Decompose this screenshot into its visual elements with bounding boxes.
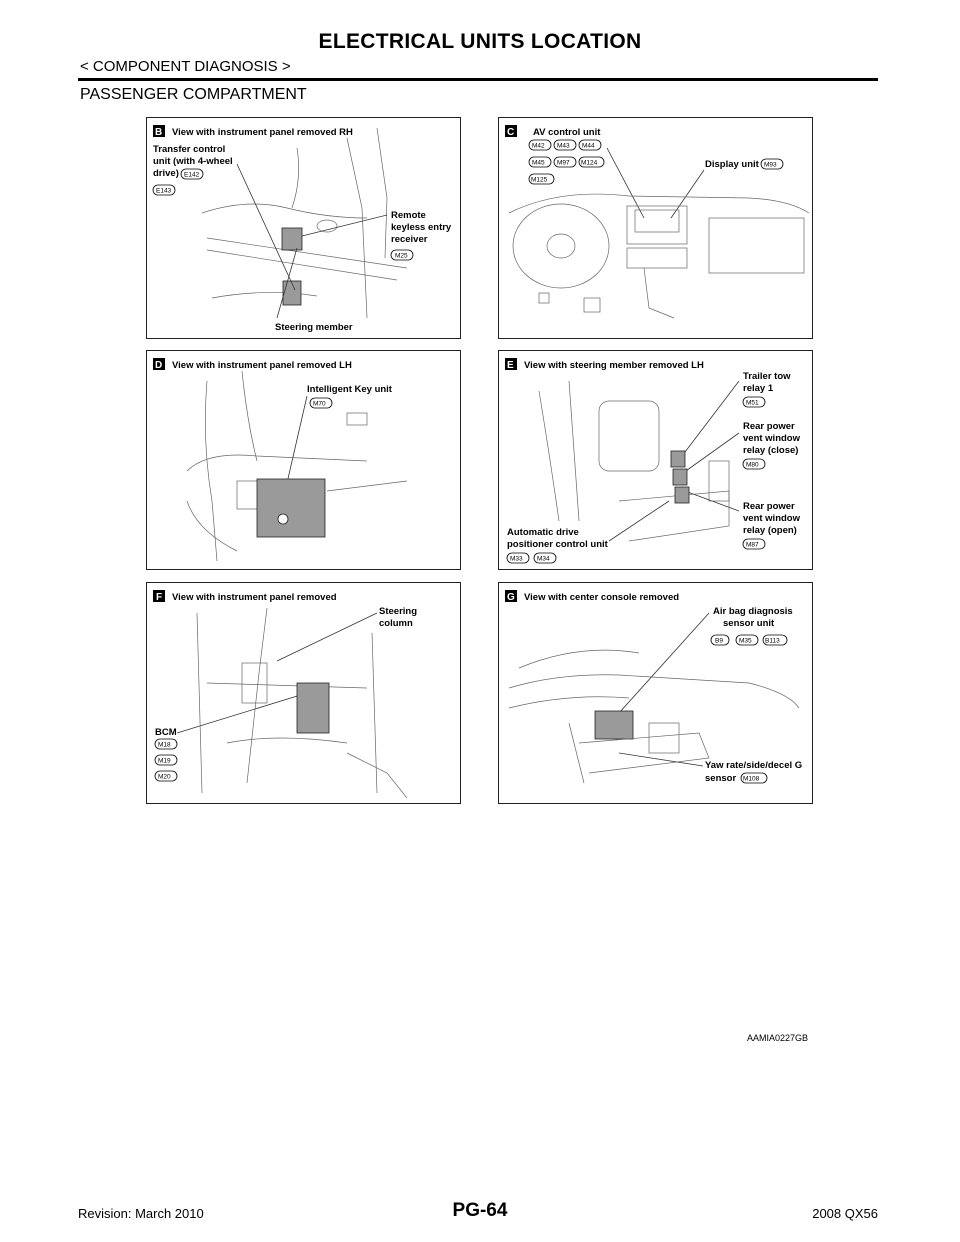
connector-m25: M25 <box>395 253 408 260</box>
connector-m19: M19 <box>158 758 171 765</box>
close-relay-label-2: vent window <box>743 433 801 444</box>
open-relay-label-1: Rear power <box>743 501 795 512</box>
yaw-label-1: Yaw rate/side/decel G <box>705 760 802 771</box>
open-relay-label-3: relay (open) <box>743 525 797 536</box>
panel-c-tag: C <box>507 127 514 138</box>
panel-g: G View with center console removed Air b… <box>498 582 813 804</box>
panel-d-caption: View with instrument panel removed LH <box>172 360 352 371</box>
open-relay-label-2: vent window <box>743 513 801 524</box>
connector-m124: M124 <box>581 160 598 167</box>
connector-m97: M97 <box>557 160 570 167</box>
connector-m33: M33 <box>510 556 523 563</box>
bcm-label: BCM <box>155 727 177 738</box>
connector-m45: M45 <box>532 160 545 167</box>
panel-f-caption: View with instrument panel removed <box>172 592 337 603</box>
connector-m43: M43 <box>557 143 570 150</box>
panel-c-dashboard-illustration <box>509 194 809 318</box>
panel-f-tag: F <box>156 592 162 603</box>
connector-m87: M87 <box>746 542 759 549</box>
panel-e-tag: E <box>507 360 514 371</box>
panel-b-drawing: B View with instrument panel removed RH … <box>147 118 462 340</box>
remote-label-2: keyless entry <box>391 222 452 233</box>
page-title: ELECTRICAL UNITS LOCATION <box>0 30 960 54</box>
panel-g-caption: View with center console removed <box>524 592 679 603</box>
footer-model: 2008 QX56 <box>812 1206 878 1221</box>
connector-b9: B9 <box>715 638 723 645</box>
panel-c-drawing: C AV control unit M42 M43 M44 M45 M97 M1… <box>499 118 814 340</box>
connector-m34: M34 <box>537 556 550 563</box>
connector-m93: M93 <box>764 162 777 169</box>
panel-e-illustration <box>539 381 729 541</box>
connector-m42: M42 <box>532 143 545 150</box>
transfer-label-1: Transfer control <box>153 144 225 155</box>
panel-g-tag: G <box>507 592 515 603</box>
panel-b-caption: View with instrument panel removed RH <box>172 127 353 138</box>
adp-label-1: Automatic drive <box>507 527 579 538</box>
panel-b: B View with instrument panel removed RH … <box>146 117 461 339</box>
connector-m70: M70 <box>313 401 326 408</box>
connector-m35: M35 <box>739 638 752 645</box>
panel-d-tag: D <box>155 360 162 371</box>
yaw-label-2: sensor <box>705 773 736 784</box>
transfer-label-3: drive) <box>153 168 179 179</box>
header-rule <box>78 78 878 81</box>
connector-m125: M125 <box>531 177 548 184</box>
panel-e-caption: View with steering member removed LH <box>524 360 704 371</box>
steering-column-label-2: column <box>379 618 413 629</box>
connector-m44: M44 <box>582 143 595 150</box>
steering-member-label: Steering member <box>275 322 353 333</box>
connector-m51: M51 <box>746 400 759 407</box>
connector-m108: M108 <box>743 776 760 783</box>
adp-label-2: positioner control unit <box>507 539 609 550</box>
figure-code: AAMIA0227GB <box>747 1033 808 1043</box>
panel-f: F View with instrument panel removed Ste… <box>146 582 461 804</box>
breadcrumb: < COMPONENT DIAGNOSIS > <box>80 58 291 75</box>
airbag-label-1: Air bag diagnosis <box>713 606 793 617</box>
panel-d-drawing: D View with instrument panel removed LH … <box>147 351 462 571</box>
transfer-label-2: unit (with 4-wheel <box>153 156 233 167</box>
remote-label-1: Remote <box>391 210 426 221</box>
trailer-label-2: relay 1 <box>743 383 774 394</box>
panel-f-drawing: F View with instrument panel removed Ste… <box>147 583 462 805</box>
intelligent-key-label: Intelligent Key unit <box>307 384 393 395</box>
airbag-label-2: sensor unit <box>723 618 775 629</box>
panel-e-drawing: E View with steering member removed LH T… <box>499 351 814 571</box>
connector-m80: M80 <box>746 462 759 469</box>
section-heading: PASSENGER COMPARTMENT <box>80 86 307 104</box>
connector-e142: E142 <box>184 172 200 179</box>
trailer-label-1: Trailer tow <box>743 371 791 382</box>
panel-d: D View with instrument panel removed LH … <box>146 350 461 570</box>
panel-b-tag: B <box>155 127 162 138</box>
steering-column-label-1: Steering <box>379 606 417 617</box>
panel-d-illustration <box>187 371 407 561</box>
connector-m20: M20 <box>158 774 171 781</box>
panel-g-drawing: G View with center console removed Air b… <box>499 583 814 805</box>
close-relay-label-3: relay (close) <box>743 445 798 456</box>
panel-e: E View with steering member removed LH T… <box>498 350 813 570</box>
connector-e143: E143 <box>156 188 172 195</box>
remote-label-3: receiver <box>391 234 428 245</box>
connector-m18: M18 <box>158 742 171 749</box>
panel-c: C AV control unit M42 M43 M44 M45 M97 M1… <box>498 117 813 339</box>
display-unit-label: Display unit <box>705 159 760 170</box>
panel-b-illustration <box>202 128 407 318</box>
close-relay-label-1: Rear power <box>743 421 795 432</box>
panel-f-illustration <box>197 608 407 798</box>
connector-b113: B113 <box>765 638 780 645</box>
av-control-label: AV control unit <box>533 127 601 138</box>
